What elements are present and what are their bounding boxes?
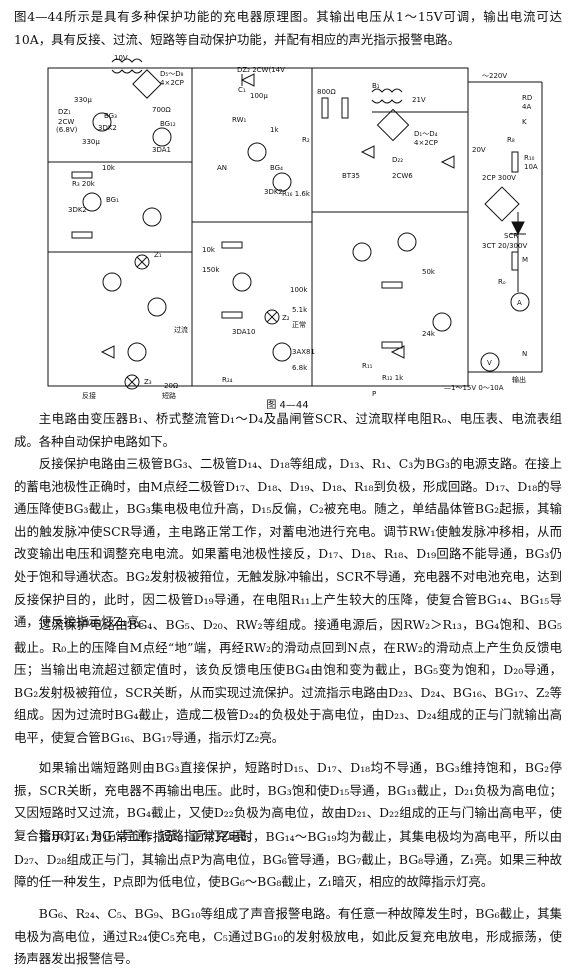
label-3ct: 3CT 20/300V [482,242,527,250]
label-c330b: 330μ [82,138,100,146]
label-4a: 4A [522,103,531,111]
label-r12: R₁₂ 1k [382,374,404,382]
label-r68k: 6.8k [292,364,308,372]
label-r150k: 150k [202,266,220,274]
label-d22: D₂₂ [392,156,403,164]
label-r3-20k: R₃ 20k [72,180,96,188]
label-bg3: BG₃ [104,112,117,120]
label-r10k-b: 10k [202,246,216,254]
label-ro: Rₒ [498,278,506,286]
figure-caption: 图 4—44 [266,400,309,411]
label-220v: ～220V [482,72,507,80]
paragraph-short-protection: 如果输出端短路则由BG₃直接保护，短路时D₁₅、D₁₇、D₁₈均不导通，BG₃维… [14,760,562,843]
label-r1k: 1k [270,126,279,134]
label-r16: R₁₆ 1.6k [282,190,311,198]
label-4x2cp-b: 4×2CP [414,139,438,147]
label-3dk2: 3DK2 [98,124,117,132]
label-rw1: RW₁ [232,116,247,124]
label-dz2: DZ₂ 2CW(14V [237,66,285,74]
label-d5d8: D₅～D₈ [160,70,184,78]
label-reverse: 反接 [82,391,96,400]
label-b1: B₁ [372,82,380,90]
label-r10: R₁₀ [524,154,535,162]
label-bg12: BG₁₂ [160,120,176,128]
label-meter-a: A [517,299,522,307]
label-r800: 800Ω [317,88,336,96]
label-r10a: 10A [524,163,538,171]
label-an: AN [217,164,227,172]
label-r11: R₁₁ [362,362,373,370]
label-3dk2-b: 3DK2 [264,188,283,196]
label-10v: 10V [114,54,128,62]
label-z1: Z₁ [154,251,162,259]
label-output: 输出 [512,375,526,384]
label-2cw6: 2CW6 [392,172,413,180]
label-m: M [522,256,528,264]
label-3dk2-c: 3DK2 [68,206,87,214]
label-c330: 330μ [74,96,92,104]
label-21v: 21V [412,96,426,104]
label-3da10: 3DA10 [232,328,255,336]
label-r10k: 10k [102,164,116,172]
label-bg1: BG₁ [106,196,119,204]
label-overcurrent: 过流 [174,325,188,334]
label-p: P [372,390,376,398]
label-bg4: BG₄ [270,164,283,172]
label-r24: R₂₄ [222,376,233,384]
label-output-range: —1～15V 0～10A [444,384,504,392]
paragraph-overcurrent-protection: 过流保护电路由BG₄、BG₅、D₂₀、RW₂等组成。接通电源后，因RW₂＞R₁₃… [14,617,562,745]
label-n: N [522,350,527,358]
label-c1-value: 100μ [250,92,268,100]
label-3da1: 3DA1 [152,146,171,154]
label-k: K [522,118,527,126]
label-20ohm: 20Ω [164,382,179,390]
label-2cp-300v: 2CP 300V [482,174,516,182]
label-d1d4: D₁～D₄ [414,130,438,138]
label-bt35: BT35 [342,172,360,180]
label-dz1: DZ₁ [58,108,71,116]
label-r100k: 100k [290,286,308,294]
label-rd: RD [522,94,532,102]
label-4x2cp: 4×2CP [160,79,184,87]
label-r51k: 5.1k [292,306,308,314]
label-normal: 正常 [292,320,306,329]
intro-paragraph: 图4—44所示是具有多种保护功能的充电器原理图。其输出电压从1～15V可调，输出… [14,9,562,47]
label-scr: SCR [504,232,518,240]
label-r700: 700Ω [152,106,171,114]
label-z2: Z₂ [282,314,290,322]
label-6-8v: (6.8V) [56,126,78,134]
label-2cw: 2CW [58,118,74,126]
label-c1: C₁ [238,86,246,94]
circuit-diagram: 10V D₅～D₈ 4×2CP DZ₂ 2CW(14V C₁ 100μ 330μ… [47,54,543,400]
label-3ax81: 3AX81 [292,348,315,356]
paragraph-reverse-protection: 反接保护电路由三极管BG₃、二极管D₁₄、D₁₈等组成，D₁₃、R₁、C₃为BG… [14,456,562,630]
paragraph-alarm: BG₆、R₂₄、C₅、BG₉、BG₁₀等组成了声音报警电路。有任意一种故障发生时… [14,906,562,967]
label-20v: 20V [472,146,486,154]
paragraph-main-circuit: 主电路由变压器B₁、桥式整流管D₁～D₄及晶闸管SCR、过流取样电阻Rₒ、电压表… [14,411,562,449]
label-short: 短路 [162,391,176,400]
paragraph-indicator: 指示灯Z₁为正常工作指示。正常充电时，BG₁₄～BG₁₉均为截止，其集电极均为高… [14,829,562,890]
label-r2: R₂ [302,136,310,144]
label-r50k: 50k [422,268,436,276]
label-meter-v: V [487,359,492,367]
label-r8: R₈ [507,136,515,144]
label-z3: Z₃ [144,378,152,386]
label-r24k: 24k [422,330,436,338]
